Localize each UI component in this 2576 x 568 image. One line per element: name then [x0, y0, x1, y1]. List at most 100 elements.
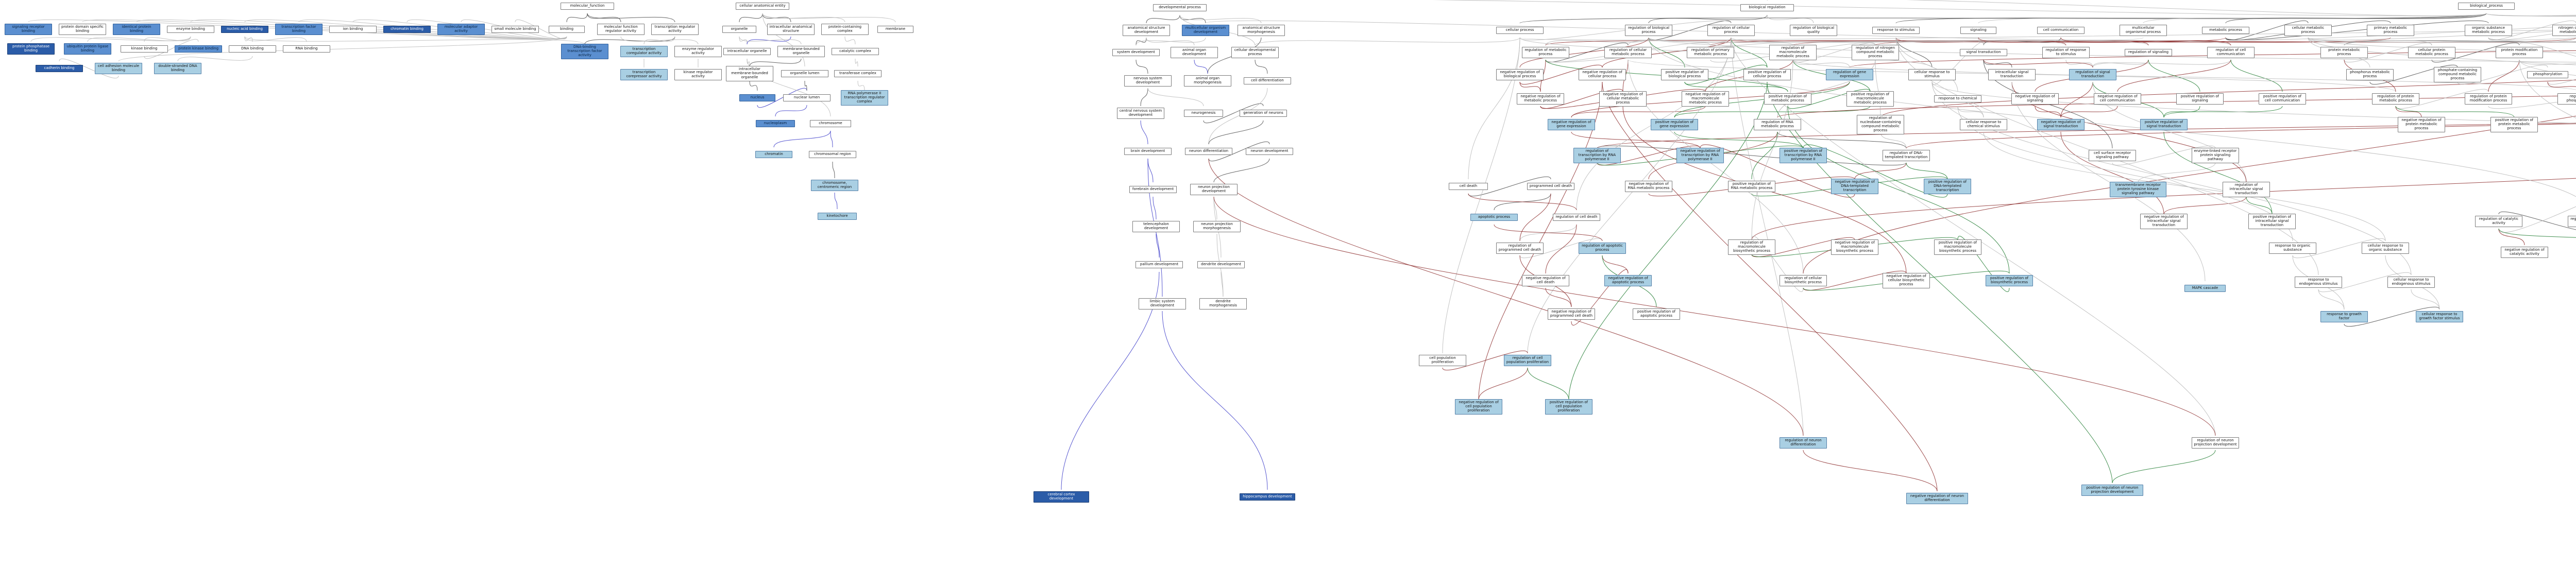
go-term-node[interactable]: positive regulation of macromolecule met… — [1846, 91, 1894, 107]
go-term-node[interactable]: response to chemical — [1934, 95, 1981, 102]
go-term-node[interactable]: forebrain development — [1129, 186, 1177, 193]
go-term-node[interactable]: negative regulation of intracellular sig… — [2140, 214, 2188, 229]
go-term-node[interactable]: positive regulation of neuron projection… — [2081, 485, 2143, 496]
go-term-node[interactable]: negative regulation of apoptotic process — [1604, 275, 1652, 286]
go-term-node[interactable]: cellular response to growth factor stimu… — [2416, 311, 2463, 322]
go-term-node[interactable]: positive regulation of RNA metabolic pro… — [1728, 181, 1775, 192]
go-term-node[interactable]: positive regulation of metabolic process — [1764, 93, 1811, 105]
go-term-node[interactable]: DNA binding — [229, 45, 276, 53]
go-term-node[interactable]: biological_process — [2458, 3, 2515, 10]
go-term-node[interactable]: intracellular signal transduction — [1988, 69, 2036, 80]
go-term-node[interactable]: regulation of cellular process — [1707, 25, 1755, 36]
go-term-node[interactable]: cell death — [1449, 183, 1488, 190]
go-term-node[interactable]: RNA binding — [283, 45, 330, 53]
go-term-node[interactable]: negative regulation of gene expression — [1548, 119, 1595, 130]
go-term-node[interactable]: regulation of macromolecule metabolic pr… — [1769, 45, 1817, 60]
go-term-node[interactable]: regulation of protein modification proce… — [2465, 93, 2512, 105]
go-term-node[interactable]: negative regulation of catalytic activit… — [2501, 247, 2548, 258]
go-term-node[interactable]: negative regulation of neuron differenti… — [1906, 493, 1968, 504]
go-term-node[interactable]: negative regulation of cellular process — [1579, 69, 1626, 80]
go-term-node[interactable]: kinetochore — [818, 213, 857, 220]
go-term-node[interactable]: positive regulation of biological proces… — [1661, 69, 1708, 80]
go-term-node[interactable]: anatomical structure morphogenesis — [1238, 25, 1285, 36]
go-term-node[interactable]: molecular adaptor activity — [437, 24, 485, 35]
go-term-node[interactable]: regulation of response to stimulus — [2042, 47, 2090, 58]
go-term-node[interactable]: chromosome, centromeric region — [811, 180, 858, 191]
go-term-node[interactable]: positive regulation of gene expression — [1651, 119, 1698, 130]
go-term-node[interactable]: positive regulation of biosynthetic proc… — [1986, 275, 2033, 286]
go-term-node[interactable]: cerebral cortex development — [1033, 491, 1089, 503]
go-term-node[interactable]: cell communication — [2037, 27, 2084, 34]
go-term-node[interactable]: phosphorylation — [2527, 71, 2568, 78]
go-term-node[interactable]: metabolic process — [2202, 27, 2249, 34]
go-term-node[interactable]: negative regulation of transcription by … — [1676, 148, 1724, 163]
go-term-node[interactable]: positive regulation of cellular process — [1743, 69, 1791, 80]
go-term-node[interactable]: positive regulation of signal transducti… — [2140, 119, 2188, 130]
go-term-node[interactable]: negative regulation of cell communicatio… — [2094, 93, 2141, 105]
go-term-node[interactable]: kinase binding — [121, 45, 168, 53]
go-term-node[interactable]: regulation of metabolic process — [1522, 47, 1569, 58]
go-term-node[interactable]: regulation of cell population proliferat… — [1504, 355, 1551, 366]
go-term-node[interactable]: multicellular organism development — [1182, 25, 1229, 36]
go-term-node[interactable]: system development — [1112, 49, 1160, 56]
go-term-node[interactable]: positive regulation of apoptotic process — [1633, 308, 1680, 320]
go-term-node[interactable]: negative regulation of macromolecule bio… — [1831, 239, 1878, 255]
go-term-node[interactable]: molecular function regulator activity — [597, 24, 645, 35]
go-term-node[interactable]: biological regulation — [1740, 4, 1794, 11]
go-term-node[interactable]: negative regulation of cell death — [1522, 275, 1569, 286]
go-term-node[interactable]: negative regulation of protein metabolic… — [2398, 117, 2445, 132]
go-term-node[interactable]: positive regulation of cell population p… — [1545, 399, 1592, 415]
go-term-node[interactable]: negative regulation of cell population p… — [1455, 399, 1502, 415]
go-term-node[interactable]: positive regulation of protein metabolic… — [2490, 117, 2538, 132]
go-term-node[interactable]: enzyme regulator activity — [674, 46, 722, 57]
go-term-node[interactable]: chromatin — [755, 151, 792, 158]
go-term-node[interactable]: regulation of biological quality — [1790, 25, 1837, 36]
go-term-node[interactable]: ion binding — [329, 26, 377, 33]
go-term-node[interactable]: regulation of cell communication — [2207, 47, 2255, 58]
go-term-node[interactable]: neurogenesis — [1184, 110, 1223, 117]
go-term-node[interactable]: ubiquitin protein ligase binding — [64, 43, 111, 55]
go-term-node[interactable]: cadherin binding — [36, 65, 83, 72]
go-term-node[interactable]: regulation of signaling — [2125, 49, 2172, 56]
go-term-node[interactable]: transferase complex — [834, 70, 882, 77]
go-term-node[interactable]: regulation of catalytic activity — [2475, 216, 2522, 227]
go-term-node[interactable]: enzyme-linked receptor protein signaling… — [2192, 148, 2239, 163]
go-term-node[interactable]: chromosome — [810, 120, 851, 127]
go-term-node[interactable]: animal organ development — [1171, 47, 1218, 58]
go-term-node[interactable]: cellular anatomical entity — [736, 3, 789, 10]
go-term-node[interactable]: positive regulation of transcription by … — [1780, 148, 1827, 163]
go-term-node[interactable]: membrane — [877, 26, 913, 33]
go-term-node[interactable]: dendrite development — [1197, 261, 1245, 268]
go-term-node[interactable]: positive regulation of signaling — [2176, 93, 2224, 105]
go-term-node[interactable]: MAPK cascade — [2184, 285, 2226, 292]
go-term-node[interactable]: response to stimulus — [1872, 27, 1920, 34]
go-term-node[interactable]: transcription corepressor activity — [620, 69, 668, 80]
go-term-node[interactable]: chromatin binding — [383, 26, 431, 33]
go-term-node[interactable]: negative regulation of metabolic process — [1517, 93, 1564, 105]
go-term-node[interactable]: neuron projection morphogenesis — [1193, 221, 1241, 232]
go-term-node[interactable]: cell population proliferation — [1419, 355, 1466, 366]
go-term-node[interactable]: RNA polymerase II transcription regulato… — [841, 90, 888, 106]
go-term-node[interactable]: hippocampus development — [1240, 493, 1295, 501]
go-term-node[interactable]: signaling receptor binding — [5, 24, 52, 35]
go-term-node[interactable]: primary metabolic process — [2367, 25, 2414, 36]
go-term-node[interactable]: nucleic acid binding — [221, 26, 268, 33]
go-term-node[interactable]: anatomical structure development — [1123, 25, 1170, 36]
go-term-node[interactable]: regulation of biological process — [1625, 25, 1672, 36]
go-term-node[interactable]: cell differentiation — [1244, 77, 1291, 84]
go-term-node[interactable]: dendrite morphogenesis — [1199, 298, 1247, 309]
go-term-node[interactable]: regulation of phosphorylation — [2557, 93, 2576, 105]
go-term-node[interactable]: apoptotic process — [1470, 214, 1518, 221]
go-term-node[interactable]: cellular response to chemical stimulus — [1960, 119, 2007, 130]
go-term-node[interactable]: regulation of apoptotic process — [1579, 243, 1626, 254]
go-term-node[interactable]: chromosomal region — [809, 151, 856, 158]
go-term-node[interactable]: regulation of nucleobase-containing comp… — [1857, 115, 1904, 134]
go-term-node[interactable]: generation of neurons — [1240, 110, 1287, 117]
go-term-node[interactable]: cellular process — [1496, 27, 1544, 34]
go-term-node[interactable]: regulation of primary metabolic process — [1687, 47, 1734, 58]
go-term-node[interactable]: negative regulation of DNA-templated tra… — [1831, 179, 1878, 194]
go-term-node[interactable]: catalytic complex — [832, 48, 879, 55]
go-term-node[interactable]: pallium development — [1136, 261, 1183, 268]
go-term-node[interactable]: regulation of signal transduction — [2069, 69, 2116, 80]
go-term-node[interactable]: regulation of gene expression — [1826, 69, 1873, 80]
